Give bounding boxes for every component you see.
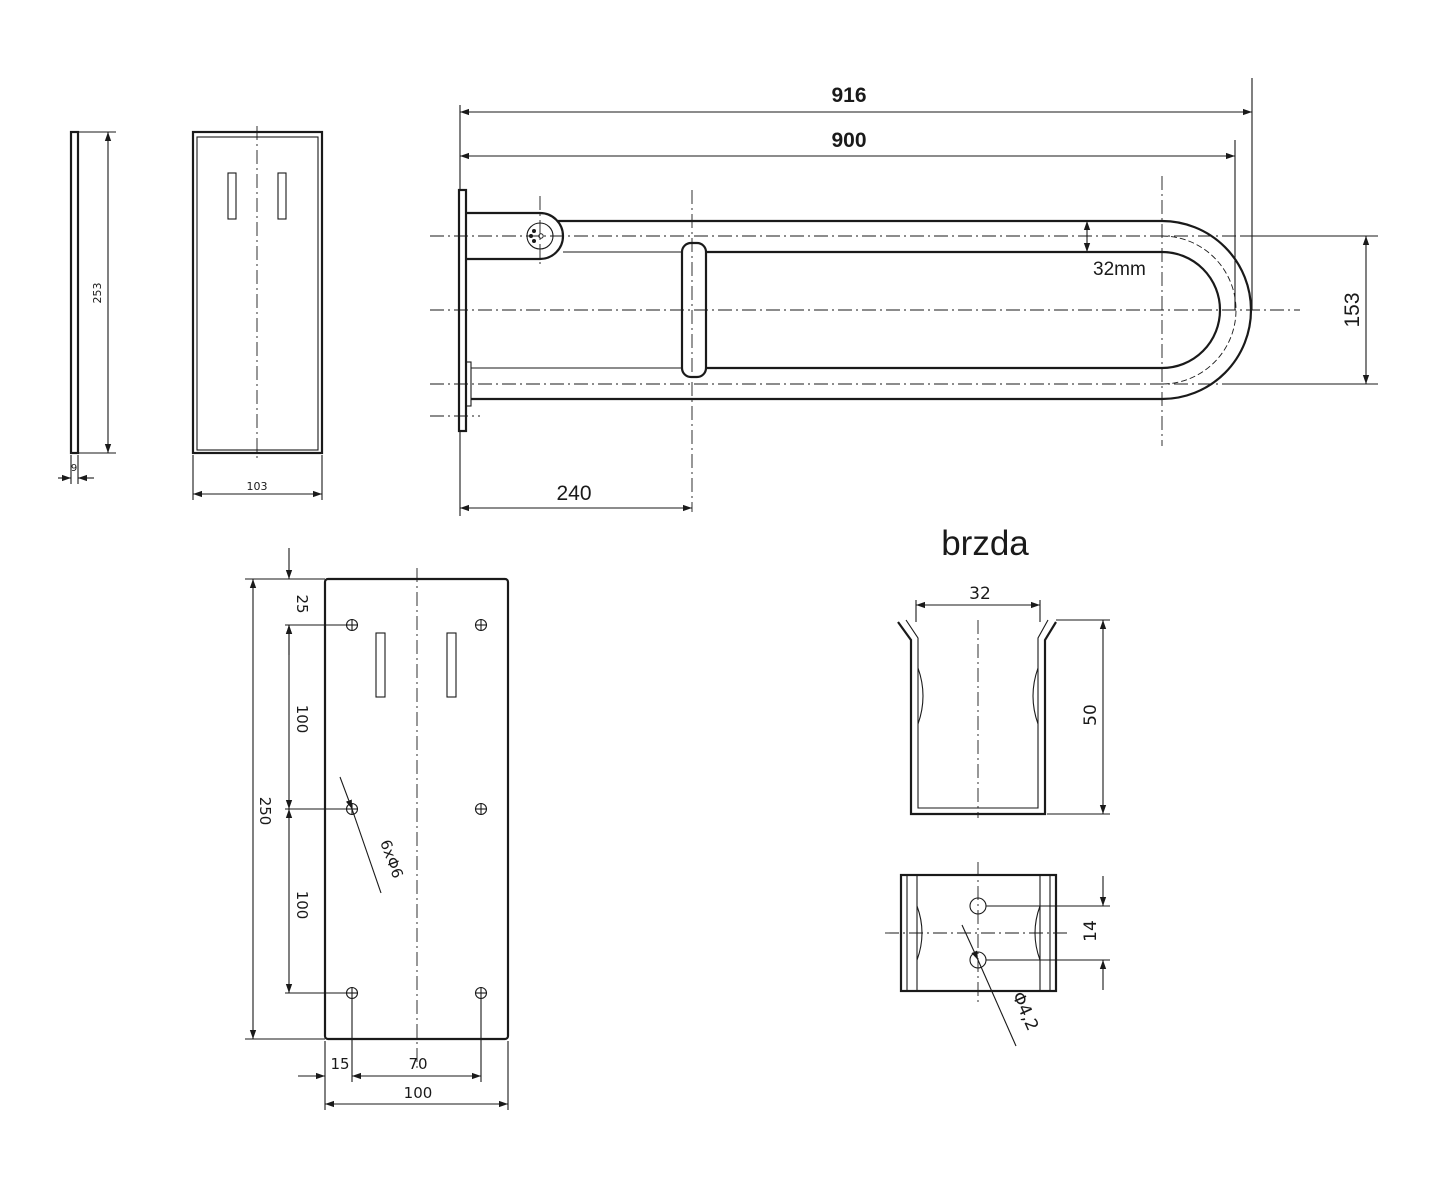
- plate-spacing-2-label: 100: [293, 891, 311, 920]
- plate-edge-offset-label: 15: [330, 1055, 349, 1073]
- plate-spacing-1-label: 100: [293, 705, 311, 734]
- brake-detail: brzda 32 50 14 Φ4,2: [885, 524, 1110, 1047]
- mounting-plate-view: 25 100 100 250 6xΦ6 15 70 100: [245, 548, 510, 1110]
- bar-height-label: 153: [1341, 292, 1364, 327]
- side-height-label: 253: [91, 283, 104, 304]
- side-view: 253 9: [58, 130, 116, 484]
- plate-holes-label: 6xΦ6: [376, 837, 407, 881]
- pivot-distance-label: 240: [556, 482, 591, 505]
- plate-hole: [474, 986, 488, 1000]
- side-thickness-label: 9: [71, 463, 77, 474]
- brake-hole-diameter-label: Φ4,2: [1007, 989, 1042, 1034]
- brake-height-label: 50: [1081, 704, 1101, 726]
- brake-width-label: 32: [969, 584, 991, 604]
- plate-hole-pitch-label: 70: [408, 1055, 427, 1073]
- plate-hole: [474, 802, 488, 816]
- overall-length-label: 916: [831, 84, 866, 107]
- brake-title: brzda: [941, 524, 1029, 563]
- brake-hole-spacing-label: 14: [1081, 920, 1101, 942]
- front-view: 103: [191, 126, 324, 500]
- front-width-label: 103: [247, 480, 268, 493]
- length-label: 900: [831, 129, 866, 152]
- plate-height-label: 250: [256, 797, 274, 826]
- plate-top-offset-label: 25: [293, 594, 311, 613]
- plate-width-label: 100: [404, 1084, 433, 1102]
- tube-diameter-label: 32mm: [1093, 259, 1146, 280]
- plate-hole: [474, 618, 488, 632]
- grab-bar-view: 916 900 32mm 153 240: [430, 78, 1378, 516]
